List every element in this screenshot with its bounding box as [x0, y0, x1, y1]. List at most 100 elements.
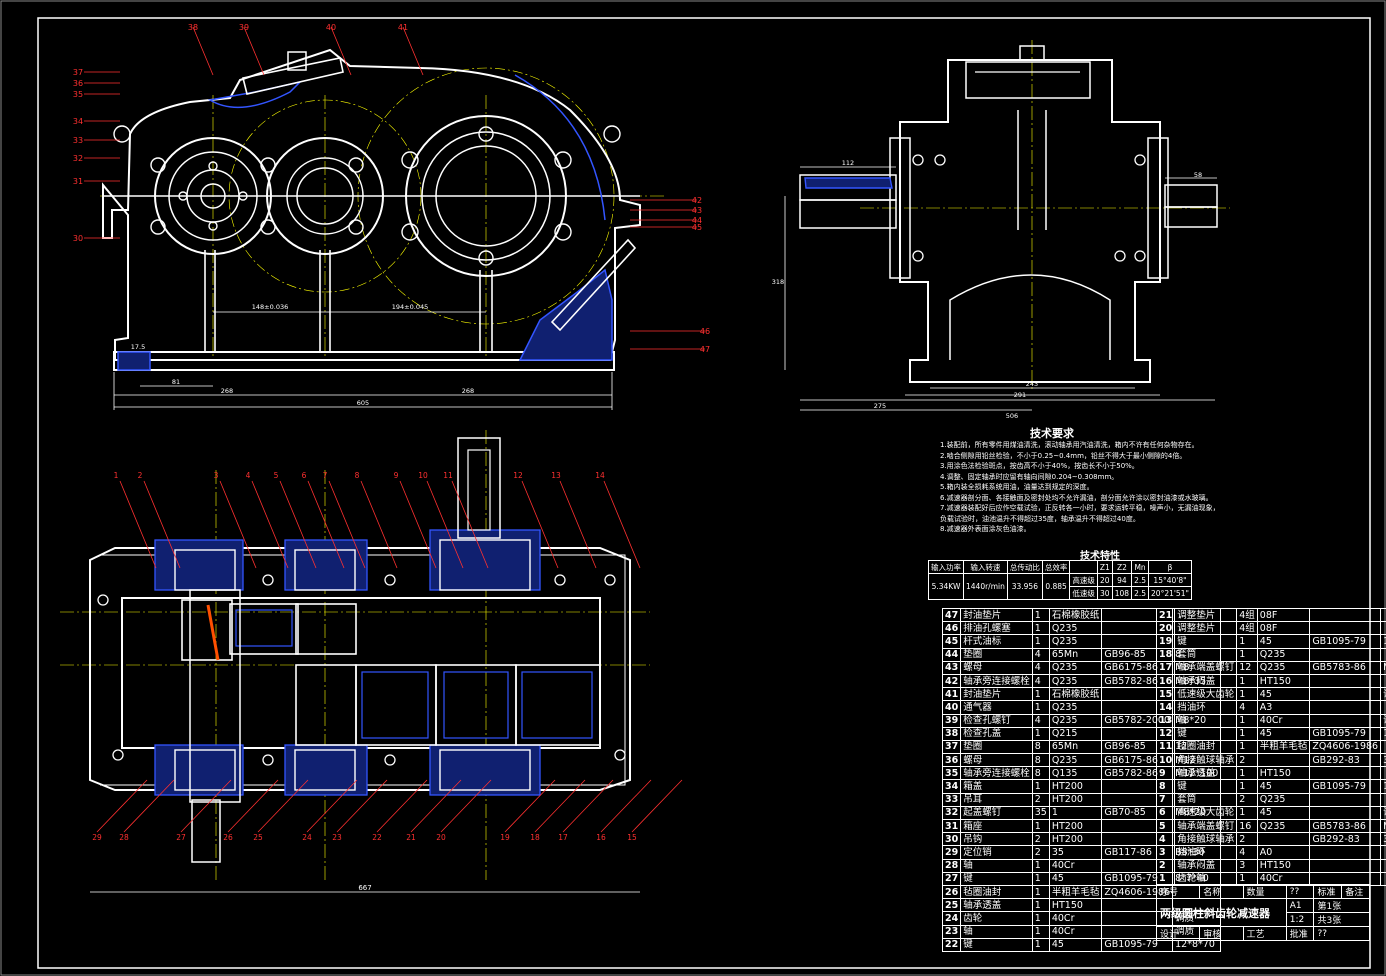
top-callout: 8	[355, 471, 360, 480]
front-callout: 36	[73, 79, 83, 88]
bom-cell: 4	[1031, 673, 1050, 689]
bom-cell: 12*8*40	[1380, 779, 1386, 794]
tech-notes: 1.装配前，所有零件用煤油清洗，滚动轴承用汽油清洗，箱内不许有任何杂物存在。2.…	[940, 440, 1220, 535]
front-callout: 42	[692, 196, 702, 205]
front-dim: 194±0.045	[392, 303, 428, 311]
tech-char-table: 输入功率 输入转速 总传动比 总效率 Z1 Z2 Mn β 5.34KW 144…	[928, 560, 1192, 600]
bom-cell: 毡圈油封	[960, 884, 1033, 900]
bom-cell: 12	[1236, 660, 1258, 675]
bom-cell: 螺母	[960, 753, 1033, 768]
bom-cell: 08F	[1256, 607, 1311, 623]
bom-cell: HT150	[1048, 898, 1103, 913]
bom-cell: 轴承旁连接螺栓	[960, 673, 1033, 689]
front-callout: 38	[188, 23, 198, 32]
bottom-callout: 20	[436, 833, 446, 842]
side-dim: 58	[1194, 171, 1202, 179]
bom-cell: M10*20	[1380, 818, 1386, 834]
side-dim: 318	[772, 278, 784, 286]
bom-cell: 吊钩	[960, 832, 1033, 847]
bom-cell: GB1095-79	[1309, 779, 1382, 794]
bom-cell: 2	[1155, 858, 1176, 873]
quantity-cell: ??	[1313, 926, 1370, 941]
bom-cell: HT200	[1048, 792, 1103, 807]
bottom-callout: 17	[558, 833, 568, 842]
bottom-callout: 25	[253, 833, 263, 842]
bom-cell	[1380, 621, 1386, 636]
bom-cell: A0	[1256, 845, 1311, 860]
tc-r0c4: 15°40'8"	[1148, 573, 1192, 587]
bom-cell	[1380, 739, 1386, 755]
bom-cell: 角接触球轴承	[1174, 753, 1238, 768]
bom-cell	[1309, 647, 1382, 662]
bom-table-right: 21调整垫片4组08F20调整垫片4组08F19键145GB1095-7914*…	[1155, 607, 1386, 886]
leader-line	[426, 480, 464, 569]
bom-cell: 键	[1174, 779, 1238, 794]
tc-v1: 1440r/min	[963, 573, 1008, 600]
bom-cell: 44	[941, 647, 962, 662]
front-callout: 45	[692, 223, 702, 232]
bom-cell: 8	[1155, 779, 1176, 794]
bom-cell: 14	[1155, 700, 1176, 715]
leader-line	[504, 779, 556, 833]
leader-lines	[84, 26, 705, 833]
bom-cell: 1	[1031, 924, 1050, 939]
bottom-callout: 28	[119, 833, 129, 842]
tech-note-line: 7.减速器装配好后应作空载试验，正反转各一小时，要求运转平稳，噪声小，无漏油现象…	[940, 504, 1220, 512]
bom-cell: 杆式油标	[960, 634, 1033, 649]
bom-cell: 调整垫片	[1174, 621, 1238, 636]
top-callout: 5	[274, 471, 279, 480]
tc-h1: 输入转速	[963, 560, 1008, 574]
bom-cell: 17	[1155, 660, 1176, 675]
top-callout: 7	[323, 471, 328, 480]
bom-cell: GB5783-86	[1309, 660, 1382, 675]
tech-note-line: 6.减速器剖分面、各接触面及密封处均不允许漏油，剖分面允许涂以密封油漆或水玻璃。	[940, 493, 1213, 502]
bom-cell: 角接触球轴承	[1174, 832, 1238, 847]
bom-cell: A3	[1256, 700, 1311, 715]
bom-cell	[1380, 858, 1386, 873]
bom-cell: 1	[1031, 884, 1050, 900]
bom-cell: 轴承闷盖	[1174, 858, 1238, 873]
bom-cell: 23	[941, 924, 962, 939]
leader-line	[330, 26, 352, 76]
bom-cell: Q235	[1048, 660, 1103, 675]
bom-cell: 20	[1155, 621, 1176, 636]
bom-cell: 2	[1236, 753, 1258, 768]
tc-v0: 5.34KW	[928, 573, 964, 600]
bom-cell: 键	[1174, 726, 1238, 741]
bom-cell	[1309, 687, 1382, 702]
bottom-callout: 16	[596, 833, 606, 842]
top-callout: 12	[513, 471, 523, 480]
leader-line	[257, 779, 309, 833]
bom-cell	[1380, 792, 1386, 807]
bom-cell: 65Mn	[1048, 739, 1103, 755]
bom-cell: 32	[941, 805, 962, 821]
weight-cell: ??	[1285, 884, 1315, 899]
bom-cell: 6	[1155, 805, 1176, 821]
tech-note-line: 负载试验时，油池温升不得超过35度，轴承温升不得超过40度。	[940, 514, 1140, 523]
bottom-callout: 19	[500, 833, 510, 842]
bom-header-5: 备注	[1341, 884, 1370, 899]
leader-line	[600, 779, 652, 833]
sheet-count: 共3张	[1313, 912, 1370, 927]
bom-cell: 16	[1236, 818, 1258, 834]
leader-line	[399, 480, 437, 569]
bom-cell: 吊耳	[960, 792, 1033, 807]
tech-note-line: 4.调整、固定轴承时应留有轴向间隙0.204~0.308mm。	[940, 472, 1119, 481]
bom-cell: 45	[1256, 805, 1311, 821]
bom-cell: 45	[941, 634, 962, 649]
tc-gh4: β	[1148, 560, 1192, 574]
tc-r0c1: 20	[1096, 573, 1113, 587]
bom-cell	[1309, 858, 1382, 873]
front-callout: 47	[700, 345, 710, 354]
bom-cell: Q235	[1048, 700, 1103, 715]
